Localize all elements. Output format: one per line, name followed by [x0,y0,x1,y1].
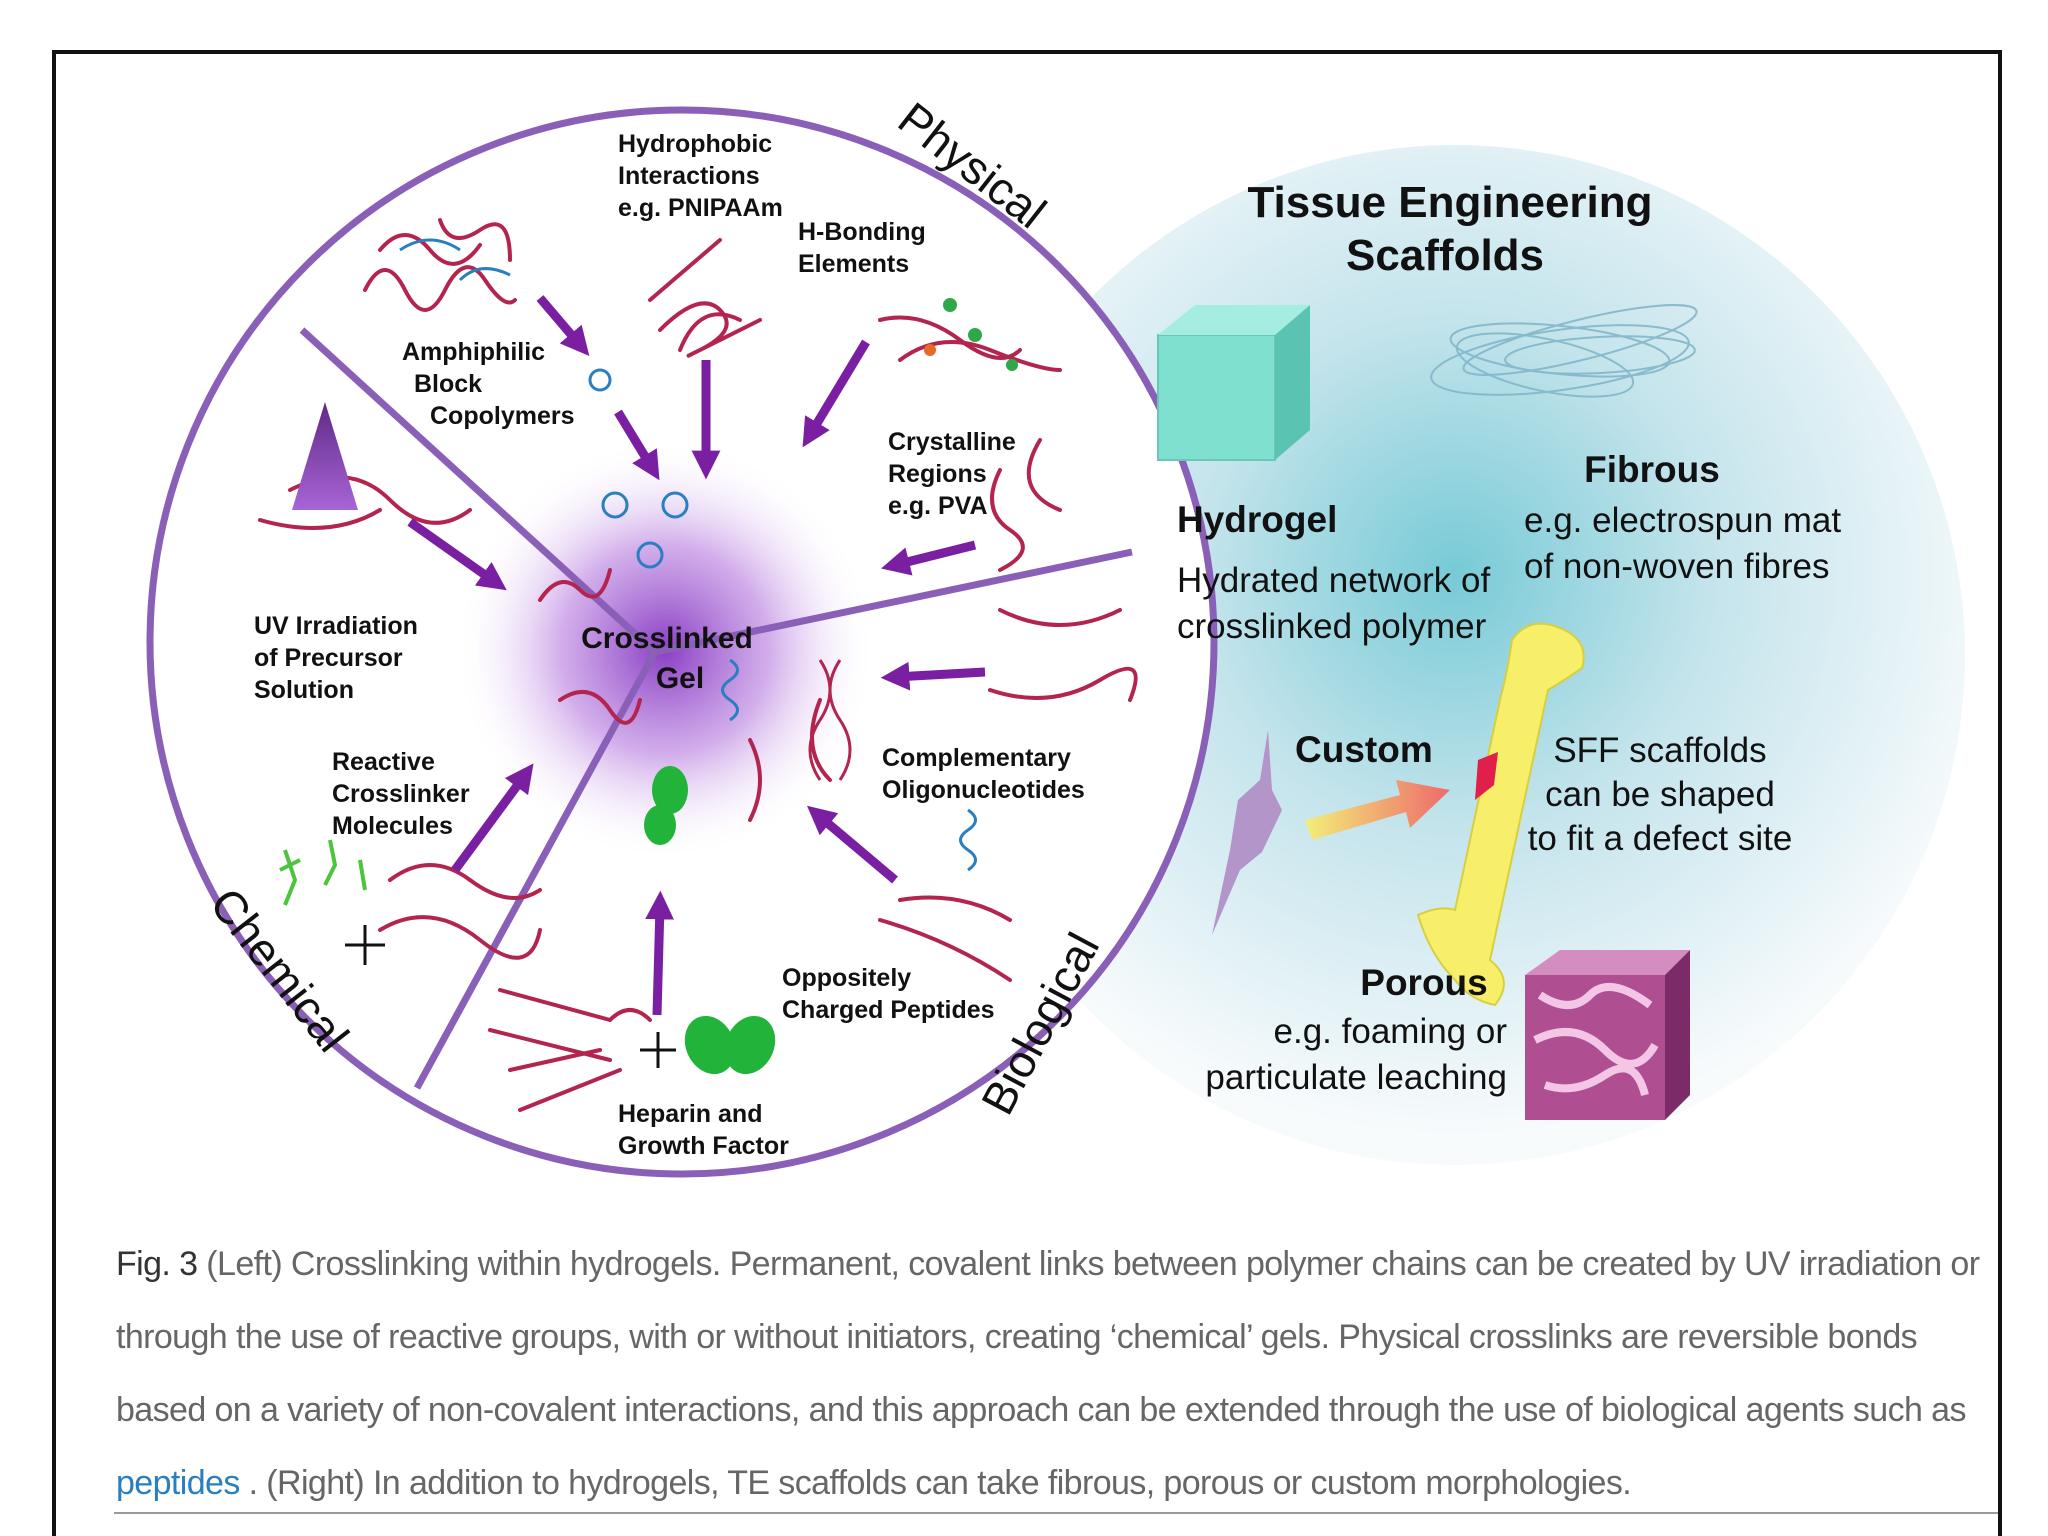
label-line: Complementary [882,744,1071,772]
crosslink-arrows [407,295,986,1016]
helices [721,658,977,872]
custom-heading: Custom [1295,729,1433,770]
micelles [399,238,689,569]
label-line: Crystalline [888,428,1016,456]
label-line: Oppositely [782,964,911,992]
label-heparin: Heparin and Growth Factor [618,1100,789,1160]
porous-description: Porous e.g. foaming or particulate leach… [1205,962,1507,1097]
label-line: Amphiphilic [402,338,545,366]
label-line: UV Irradiation [254,612,418,640]
label-crystalline: Crystalline Regions e.g. PVA [888,428,1016,520]
fibre-mat-icon [1430,304,1698,398]
title-line: Tissue Engineering [1247,178,1652,227]
caption-text: (Left) Crosslinking within hydrogels. Pe… [116,1245,1980,1429]
hydrogel-heading: Hydrogel [1177,499,1337,540]
label-line: e.g. PVA [888,492,988,520]
fibrous-text-line: of non-woven fibres [1524,547,1829,586]
label-line: e.g. PNIPAAm [618,194,783,222]
custom-description: Custom SFF scaffolds can be shaped to fi… [1295,729,1792,858]
label-line: Crosslinker [332,780,470,808]
porous-heading: Porous [1360,962,1487,1003]
label-line: Regions [888,460,987,488]
label-line: Heparin and [618,1100,762,1128]
label-amphiphilic: Amphiphilic Block Copolymers [402,338,574,430]
label-uv: UV Irradiation of Precursor Solution [254,612,418,704]
fibrous-text-line: e.g. electrospun mat [1524,501,1841,540]
divider-line [413,650,659,1090]
scaffold-title: Tissue Engineering Scaffolds [1247,178,1652,280]
label-line: Elements [798,250,909,278]
custom-text-line: can be shaped [1545,775,1775,814]
label-line: Copolymers [430,402,574,430]
label-line: Hydrophobic [618,130,772,158]
fibrous-heading: Fibrous [1584,449,1720,490]
green-crosslinkers [279,839,367,906]
uv-lamp-icon [292,402,358,510]
caption-text: . (Right) In addition to hydrogels, TE s… [239,1464,1632,1502]
peptides-link[interactable]: peptides [116,1464,240,1502]
label-line: Solution [254,676,354,704]
custom-text-line: to fit a defect site [1528,819,1793,858]
label-line: Interactions [618,162,760,190]
label-line: Molecules [332,812,453,840]
label-peptides: Oppositely Charged Peptides [782,964,995,1024]
porous-text-line: particulate leaching [1205,1058,1507,1097]
porous-cube-icon [1525,950,1690,1120]
caption-divider [114,1512,1998,1514]
label-oligo: Complementary Oligonucleotides [882,744,1085,804]
caption-fig-number: Fig. 3 [116,1245,198,1283]
figure-caption: Fig. 3 (Left) Crosslinking within hydrog… [116,1228,1996,1520]
center-label: Crosslinked Gel [581,622,753,695]
center-label-line: Crosslinked [581,622,753,655]
bone-icon [1416,622,1585,1007]
divider-line [654,548,1133,656]
porous-text-line: e.g. foaming or [1274,1012,1508,1051]
label-line: Reactive [332,748,435,776]
label-line: Oligonucleotides [882,776,1085,804]
label-line: of Precursor [254,644,403,672]
hydrogel-description: Hydrogel Hydrated network of crosslinked… [1177,499,1490,646]
crosslinking-wheel [146,106,1218,1178]
defect-site-icon [1475,752,1498,800]
hydrogel-text-line: Hydrated network of [1177,561,1490,600]
defect-piece-icon [1212,730,1282,935]
polymer-chains [258,218,1138,1112]
label-hydrophobic: Hydrophobic Interactions e.g. PNIPAAm [618,130,783,222]
label-line: Growth Factor [618,1132,789,1160]
shaping-arrow-icon [1305,780,1450,840]
title-line: Scaffolds [1346,231,1544,280]
custom-text-line: SFF scaffolds [1553,731,1766,770]
divider-line [299,327,658,655]
label-line: Block [414,370,482,398]
plus-sign [345,925,676,1068]
label-line: Charged Peptides [782,996,995,1024]
hydrogel-text-line: crosslinked polymer [1177,607,1487,646]
hydrogel-cube-icon [1157,305,1310,461]
h-bond-dots [924,298,1018,371]
label-reactive: Reactive Crosslinker Molecules [332,748,470,840]
label-hbonding: H-Bonding Elements [798,218,926,278]
fibrous-description: Fibrous e.g. electrospun mat of non-wove… [1524,449,1841,586]
dna-helix [808,659,852,781]
center-label-line: Gel [656,662,704,695]
label-line: H-Bonding [798,218,926,246]
growth-factor-icon [644,766,776,1075]
